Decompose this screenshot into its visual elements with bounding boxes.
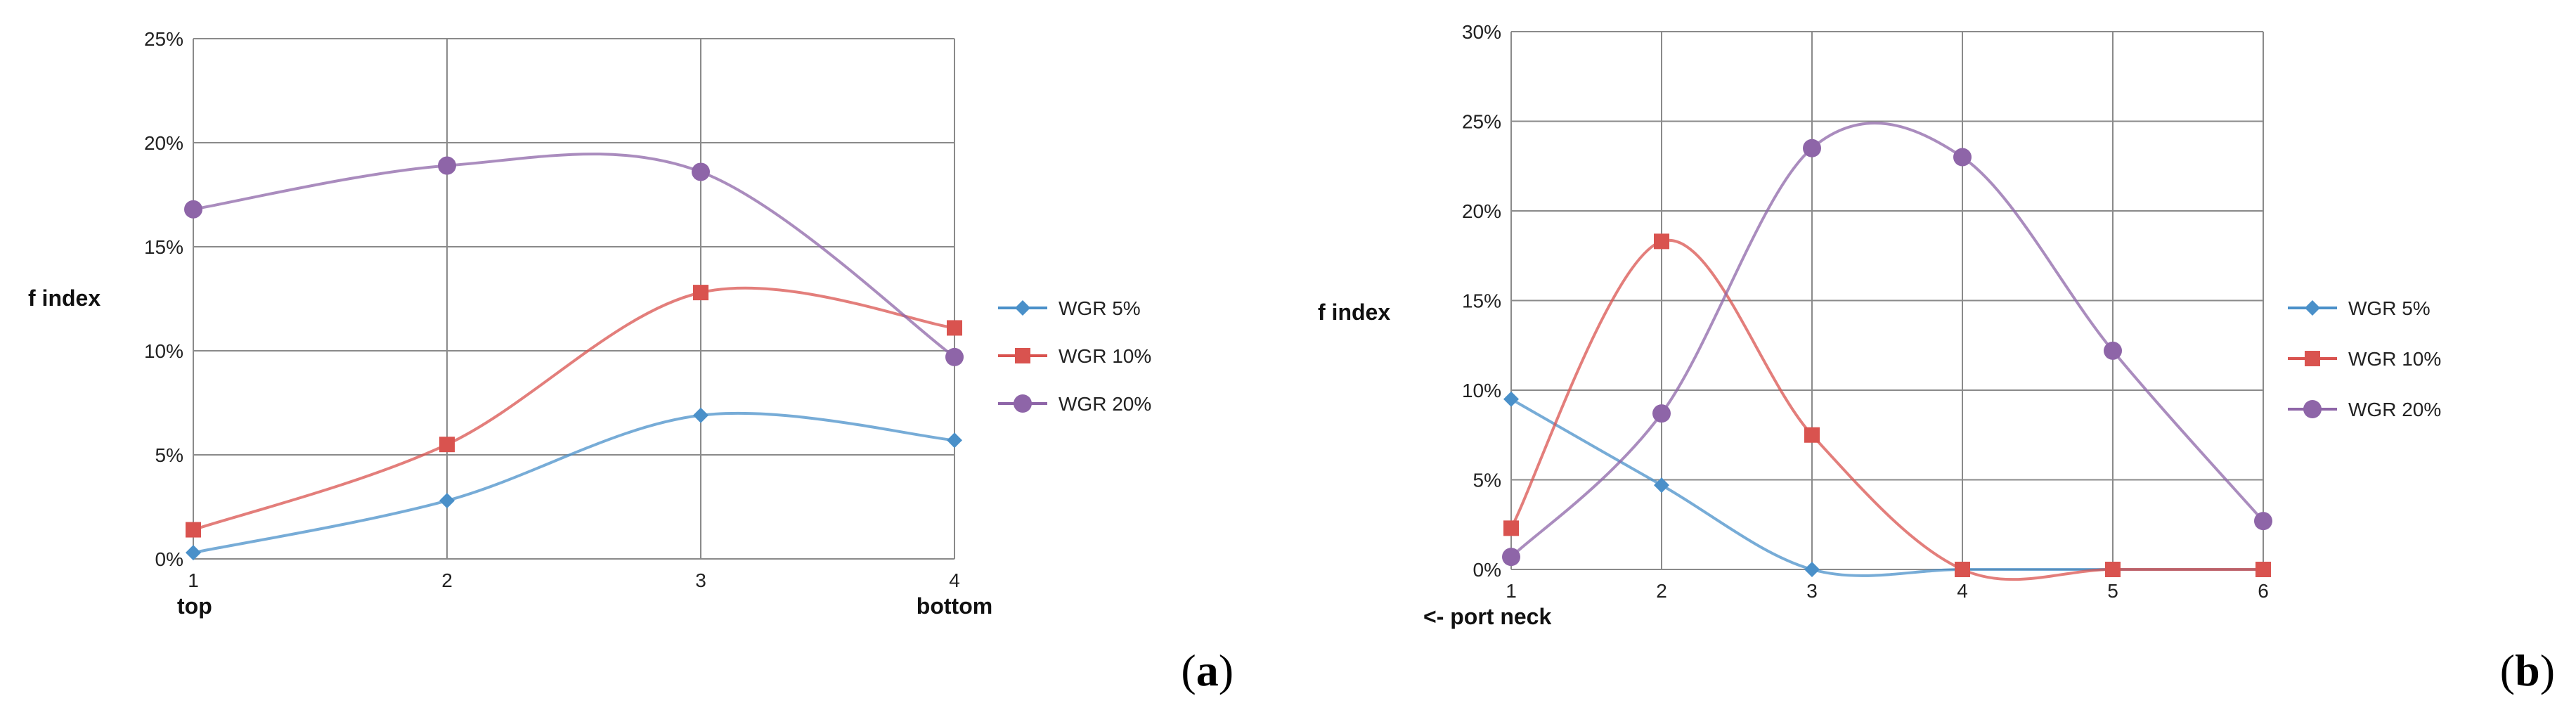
data-point [1654,233,1669,250]
series-1 [1503,233,2271,581]
data-point [1953,148,1972,167]
x-tick-label: 6 [2258,580,2269,602]
y-tick-label: 10% [144,340,183,362]
chart-panel-b: 0% 5% 10% 15% 20% 25% 30% 1 2 3 4 5 6 <- port neck f i… [1265,0,2576,722]
legend: WGR 5% WGR 10% WGR 20% [2288,297,2441,420]
data-point [947,320,962,336]
series-1 [186,285,962,538]
legend-label: WGR 5% [2348,297,2431,319]
data-point [2255,562,2271,577]
data-point [2254,512,2272,531]
data-point [1804,427,1820,443]
series-line [1510,398,2263,577]
y-tick-label: 20% [1462,200,1501,222]
data-point [1803,138,1821,157]
data-point [945,347,964,366]
legend-marker [2305,351,2320,366]
legend-marker [2305,300,2320,316]
x-tick-label: 4 [949,569,960,591]
data-point [1654,477,1669,494]
y-tick-label: 15% [144,236,183,258]
series-line [1510,122,2265,558]
panel-letter: (a) [1181,645,1234,695]
gridlines [1510,31,2264,570]
series-2 [184,153,964,366]
y-tick-label: 0% [155,548,183,570]
data-point [1503,391,1519,407]
series-2 [1502,122,2272,567]
data-point [186,545,201,561]
x-extra-label-first: <- port neck [1423,604,1551,629]
series-line [193,286,955,531]
x-tick-label: 4 [1957,580,1968,602]
data-point [439,437,455,453]
x-tick-label: 3 [1806,580,1818,602]
x-tick-label: 3 [695,569,706,591]
y-tick-label: 0% [1473,559,1501,581]
data-point [439,493,455,509]
data-point [2104,341,2122,360]
data-point [693,407,708,423]
series-line [1510,238,2263,581]
y-tick-label: 25% [144,28,183,50]
legend-label: WGR 10% [2348,348,2441,370]
x-tick-label: 5 [2107,580,2118,602]
data-point [2105,562,2121,577]
y-tick-label: 5% [1473,470,1501,491]
data-point [1652,404,1671,423]
x-tick-label: 1 [188,569,199,591]
series-line [193,153,956,359]
y-axis-label: f index [28,285,101,311]
data-point [184,200,202,219]
series-0 [186,407,962,561]
data-point [693,285,708,301]
data-point [1955,562,1970,577]
data-point [1804,562,1820,577]
panel-letter: (b) [2500,645,2555,695]
series-line [193,411,955,555]
y-tick-label: 30% [1462,21,1501,43]
x-tick-label: 2 [1656,580,1667,602]
legend-marker [2303,400,2322,418]
legend-label: WGR 20% [2348,399,2441,420]
x-extra-label-first: top [177,593,212,619]
legend-label: WGR 5% [1059,297,1141,319]
legend-marker [1014,394,1032,413]
data-point [947,432,962,449]
y-tick-label: 15% [1462,290,1501,312]
series-0 [1503,391,2271,577]
chart-b-svg: 0% 5% 10% 15% 20% 25% 30% 1 2 3 4 5 6 <- port neck f i… [1318,21,2555,695]
y-axis-label: f index [1318,299,1390,325]
legend-label: WGR 10% [1059,345,1151,367]
data-point [186,522,201,538]
legend-marker [1015,348,1030,363]
y-tick-label: 25% [1462,111,1501,133]
legend-label: WGR 20% [1059,393,1151,415]
y-tick-label: 20% [144,132,183,154]
data-point [1503,520,1519,536]
x-extra-label-last: bottom [917,593,992,619]
data-point [438,156,456,175]
legend: WGR 5% WGR 10% WGR 20% [998,297,1151,415]
legend-marker [1015,300,1030,316]
y-tick-label: 5% [155,444,183,466]
y-tick-label: 10% [1462,380,1501,401]
data-point [692,162,710,181]
data-point [1502,548,1520,567]
x-tick-label: 1 [1506,580,1517,602]
x-tick-label: 2 [441,569,453,591]
